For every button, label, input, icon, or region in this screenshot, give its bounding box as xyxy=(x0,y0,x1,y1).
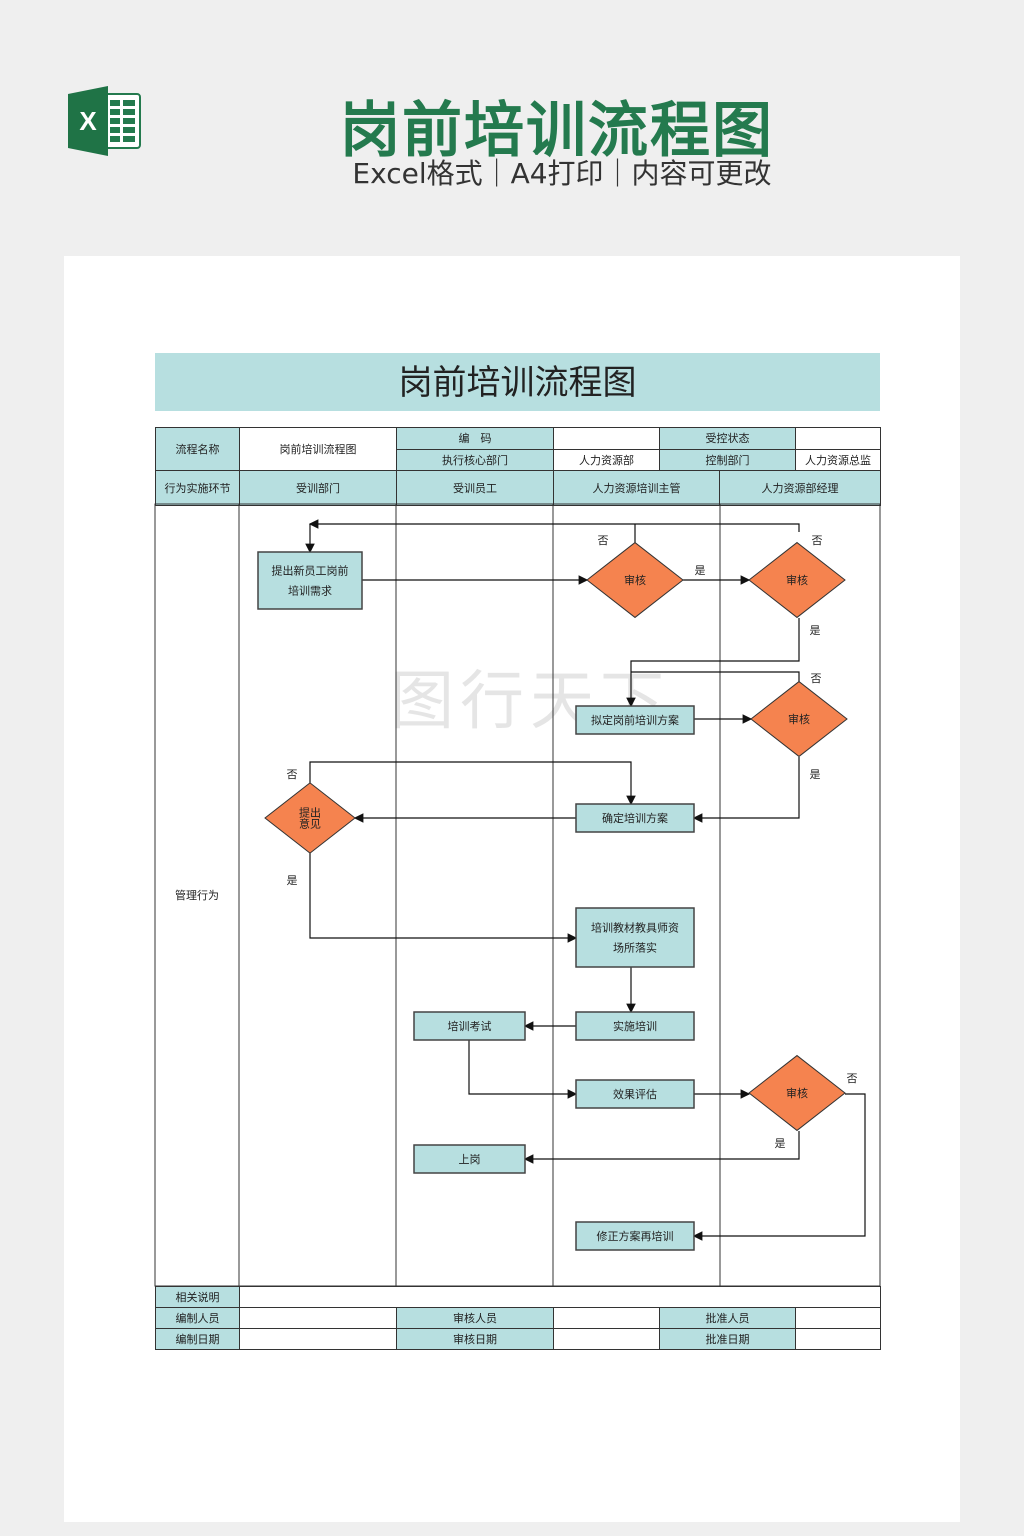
process-shape xyxy=(413,1011,526,1041)
process-node[interactable]: 上岗 xyxy=(413,1144,526,1174)
reviewer-label: 审核人员 xyxy=(396,1307,554,1329)
main-title: 岗前培训流程图 xyxy=(340,96,774,166)
process-node[interactable]: 修正方案再培训 xyxy=(575,1221,695,1251)
flow-edge xyxy=(626,618,800,708)
node-label: 实施培训 xyxy=(613,1019,657,1033)
preparer-label: 编制人员 xyxy=(155,1307,240,1329)
excel-icon: X xyxy=(68,86,141,156)
process-node[interactable]: 实施培训 xyxy=(575,1011,695,1041)
decision-shape xyxy=(748,541,846,619)
approve-date-value[interactable] xyxy=(794,1328,882,1350)
node-label: 提出新员工岗前 xyxy=(272,564,349,578)
decision-shape xyxy=(748,1054,846,1132)
exec-dept-label: 执行核心部门 xyxy=(396,448,554,471)
process-shape xyxy=(575,705,695,735)
footer-table: 相关说明 编制人员 审核人员 批准人员 编制日期 审核日期 批准日期 xyxy=(155,1286,882,1350)
process-node[interactable]: 培训考试 xyxy=(413,1011,526,1041)
document-banner-title: 岗前培训流程图 xyxy=(155,353,880,411)
decision-shape xyxy=(264,782,356,854)
node-label: 效果评估 xyxy=(613,1087,657,1101)
control-dept-value[interactable]: 人力资源总监 xyxy=(795,448,881,471)
decision-shape xyxy=(586,541,684,619)
node-label: 审核 xyxy=(624,573,646,587)
flow-edge xyxy=(523,1131,800,1164)
approve-date-label: 批准日期 xyxy=(659,1328,796,1350)
subtitle: Excel格式｜A4打印｜内容可更改 xyxy=(352,157,772,190)
node-label: 意见 xyxy=(299,817,321,831)
process-shape xyxy=(575,907,695,968)
control-status-label: 受控状态 xyxy=(659,427,796,450)
flow-edge xyxy=(692,757,800,823)
yes-label: 是 xyxy=(810,624,821,637)
node-label: 审核 xyxy=(788,712,810,726)
flow-edge xyxy=(308,519,800,532)
code-label: 编 码 xyxy=(396,427,554,450)
decision-node[interactable]: 审核 xyxy=(748,1054,846,1132)
process-shape xyxy=(413,1144,526,1174)
process-shape xyxy=(575,1011,695,1041)
notes-label: 相关说明 xyxy=(155,1286,240,1308)
node-label: 上岗 xyxy=(459,1153,481,1166)
notes-value[interactable] xyxy=(238,1286,882,1308)
no-label: 否 xyxy=(287,768,298,781)
process-node[interactable]: 效果评估 xyxy=(575,1079,695,1109)
process-shape xyxy=(257,551,363,610)
yes-label: 是 xyxy=(287,874,298,887)
reviewer-value[interactable] xyxy=(553,1307,660,1329)
process-shape xyxy=(575,1221,695,1251)
yes-label: 是 xyxy=(695,564,706,577)
flow-edge xyxy=(309,853,578,943)
approver-label: 批准人员 xyxy=(659,1307,796,1329)
no-label: 否 xyxy=(812,534,823,547)
lane-header: 受训员工 xyxy=(396,470,554,506)
review-date-label: 审核日期 xyxy=(396,1328,554,1350)
approver-value[interactable] xyxy=(794,1307,882,1329)
node-label: 场所落实 xyxy=(613,941,657,955)
node-label: 拟定岗前培训方案 xyxy=(591,713,679,727)
yes-label: 是 xyxy=(810,768,821,781)
process-node[interactable]: 拟定岗前培训方案 xyxy=(575,705,695,735)
node-label: 审核 xyxy=(786,573,808,587)
decision-node[interactable]: 审核 xyxy=(748,541,846,619)
process-shape xyxy=(575,1079,695,1109)
svg-text:X: X xyxy=(79,106,97,136)
decision-shape xyxy=(750,680,848,758)
decision-node[interactable]: 审核 xyxy=(586,541,684,619)
node-label: 修正方案再培训 xyxy=(597,1229,674,1243)
process-name-value[interactable]: 岗前培训流程图 xyxy=(239,427,397,471)
lanes-label: 行为实施环节 xyxy=(155,470,240,506)
decision-node[interactable]: 审核 xyxy=(750,680,848,758)
flow-edge xyxy=(468,1040,578,1099)
process-shape xyxy=(575,803,695,833)
node-label: 培训需求 xyxy=(288,584,332,598)
no-label: 否 xyxy=(598,534,609,547)
lane-header: 人力资源部经理 xyxy=(719,470,881,506)
node-label: 确定培训方案 xyxy=(602,811,668,825)
yes-label: 是 xyxy=(775,1137,786,1150)
row-label: 管理行为 xyxy=(175,889,219,902)
prep-date-label: 编制日期 xyxy=(155,1328,240,1350)
no-label: 否 xyxy=(847,1072,858,1085)
review-date-value[interactable] xyxy=(553,1328,660,1350)
control-dept-label: 控制部门 xyxy=(659,448,796,471)
prep-date-value[interactable] xyxy=(239,1328,397,1350)
node-label: 培训考试 xyxy=(448,1019,492,1033)
lane-header: 受训部门 xyxy=(239,470,397,506)
info-table: 流程名称 岗前培训流程图 编 码 受控状态 执行核心部门 人力资源部 控制部门 … xyxy=(155,427,881,506)
flow-edge xyxy=(309,761,636,806)
node-label: 培训教材教具师资 xyxy=(591,921,679,935)
process-node[interactable]: 确定培训方案 xyxy=(575,803,695,833)
preparer-value[interactable] xyxy=(239,1307,397,1329)
lane-header: 人力资源培训主管 xyxy=(553,470,720,506)
node-label: 审核 xyxy=(786,1086,808,1100)
flow-edge xyxy=(692,1093,866,1241)
flow-edge xyxy=(631,671,800,682)
no-label: 否 xyxy=(811,672,822,685)
process-name-label: 流程名称 xyxy=(155,427,240,471)
node-label: 提出 xyxy=(299,806,321,820)
